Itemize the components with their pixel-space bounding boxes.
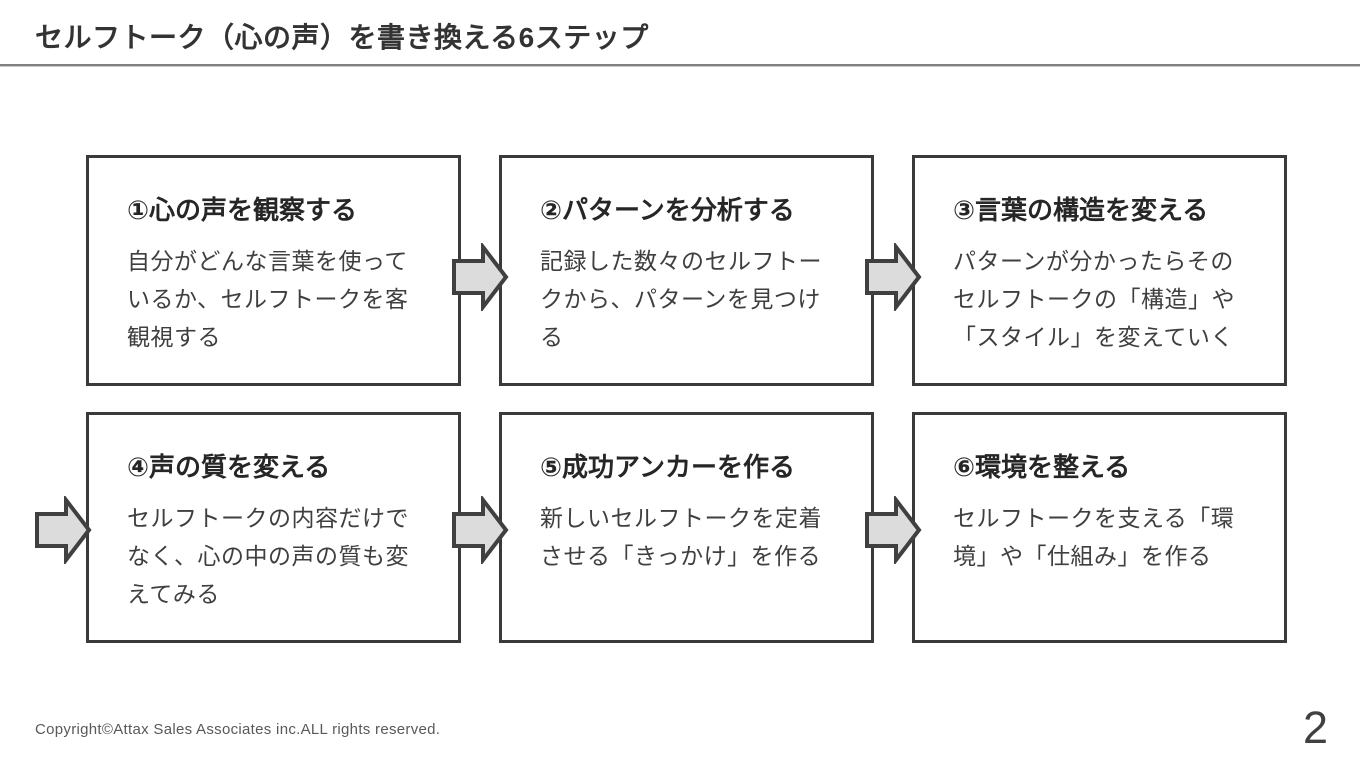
arrow-right-icon [452, 243, 509, 311]
step-heading: ②パターンを分析する [540, 195, 795, 225]
step-body: パターンが分かったらそのセルフトークの「構造」や「スタイル」を変えていく [953, 248, 1235, 350]
arrow-right-icon [35, 496, 92, 564]
steps-grid: ①心の声を観察する 自分がどんな言葉を使っているか、セルフトークを客観視する ②… [86, 155, 1287, 643]
step-box-4: ④声の質を変える セルフトークの内容だけでなく、心の中の声の質も変えてみる [86, 412, 461, 643]
footer-copyright: Copyright©Attax Sales Associates inc.ALL… [35, 721, 441, 738]
step-body: 自分がどんな言葉を使っているか、セルフトークを客観視する [127, 248, 409, 350]
step-box-2: ②パターンを分析する 記録した数々のセルフトークから、パターンを見つける [499, 155, 874, 386]
step-box-5: ⑤成功アンカーを作る 新しいセルフトークを定着させる「きっかけ」を作る [499, 412, 874, 643]
step-heading: ①心の声を観察する [127, 195, 358, 225]
step-heading: ⑥環境を整える [953, 452, 1131, 482]
step-body: 新しいセルフトークを定着させる「きっかけ」を作る [540, 505, 822, 569]
step-heading: ⑤成功アンカーを作る [540, 452, 795, 482]
page-title: セルフトーク（心の声）を書き換える6ステップ [35, 22, 649, 53]
step-heading: ④声の質を変える [127, 452, 331, 482]
page-number: 2 [1302, 702, 1328, 753]
step-box-6: ⑥環境を整える セルフトークを支える「環境」や「仕組み」を作る [912, 412, 1287, 643]
step-body: セルフトークを支える「環境」や「仕組み」を作る [953, 505, 1235, 569]
arrow-right-icon [865, 496, 922, 564]
step-box-1: ①心の声を観察する 自分がどんな言葉を使っているか、セルフトークを客観視する [86, 155, 461, 386]
step-heading: ③言葉の構造を変える [953, 195, 1209, 225]
arrow-right-icon [452, 496, 509, 564]
step-box-3: ③言葉の構造を変える パターンが分かったらそのセルフトークの「構造」や「スタイル… [912, 155, 1287, 386]
step-body: 記録した数々のセルフトークから、パターンを見つける [540, 248, 822, 350]
step-body: セルフトークの内容だけでなく、心の中の声の質も変えてみる [127, 505, 409, 607]
title-divider [0, 64, 1360, 67]
arrow-right-icon [865, 243, 922, 311]
